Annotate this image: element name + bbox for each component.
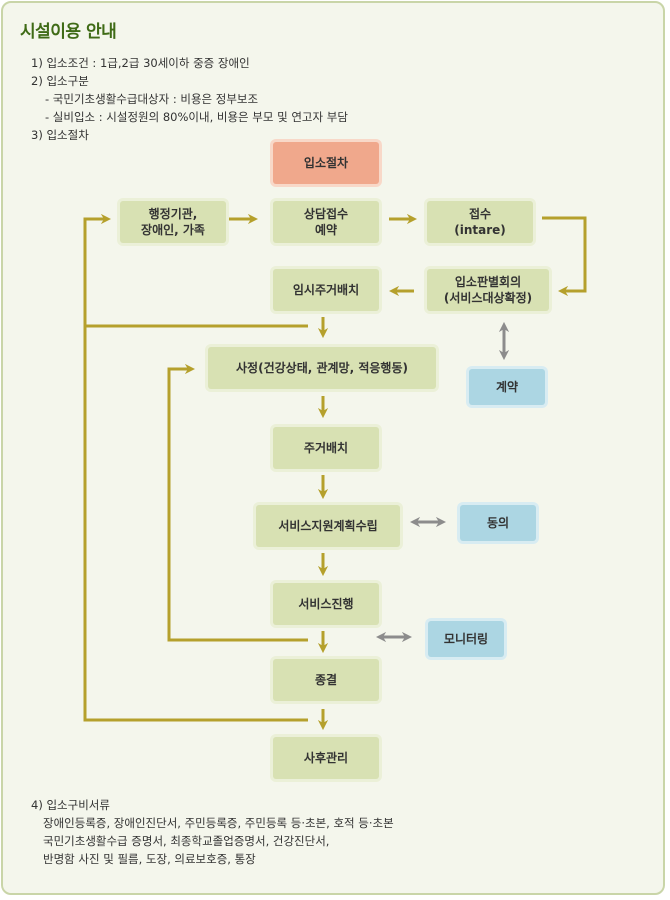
box-service-plan: 서비스지원계획수립 — [256, 505, 400, 547]
box-admission-procedure: 입소절차 — [273, 142, 379, 184]
box-temp-residence: 임시주거배치 — [273, 269, 379, 311]
box-residence: 주거배치 — [273, 427, 379, 469]
feedback-loop-left — [83, 213, 308, 722]
info-actual-cost: - 실비입소 : 시설정원의 80%이내, 비용은 부모 및 연고자 부담 — [45, 110, 348, 124]
page-title: 시설이용 안내 — [20, 22, 117, 42]
flow-connectors — [83, 213, 587, 731]
arrow-intake-to-review — [542, 216, 587, 297]
box-agency: 행정기관, 장애인, 가족 — [120, 201, 226, 243]
box-termination: 종결 — [273, 659, 379, 701]
box-monitoring: 모니터링 — [428, 621, 504, 657]
box-service-progress: 서비스진행 — [273, 583, 379, 625]
info-basic-livelihood: - 국민기초생활수급대상자 : 비용은 정부보조 — [45, 92, 259, 106]
box-consult: 상담접수 예약 — [273, 201, 379, 243]
box-assessment: 사정(건강상태, 관계망, 적응행동) — [208, 347, 436, 389]
documents-heading: 4) 입소구비서류 — [31, 798, 110, 812]
documents-line-2: 국민기초생활수급 증명서, 최종학교졸업증명서, 건강진단서, — [43, 834, 330, 848]
box-consent: 동의 — [460, 505, 536, 541]
box-intake: 접수 (intare) — [427, 201, 533, 243]
box-review-committee: 입소판별회의 (서비스대상확정) — [427, 269, 549, 311]
info-admission-type: 2) 입소구분 — [31, 74, 89, 88]
box-aftercare: 사후관리 — [273, 737, 379, 779]
documents-line-3: 반명함 사진 및 필름, 도장, 의료보호증, 통장 — [43, 852, 256, 866]
box-contract: 계약 — [469, 369, 545, 405]
info-admission-condition: 1) 입소조건 : 1급,2급 30세이하 중증 장애인 — [31, 56, 250, 70]
info-procedure-heading: 3) 입소절차 — [31, 128, 89, 142]
feedback-loop-assessment — [167, 363, 308, 642]
documents-line-1: 장애인등록증, 장애인진단서, 주민등록증, 주민등록 등·초본, 호적 등·초… — [43, 816, 394, 830]
